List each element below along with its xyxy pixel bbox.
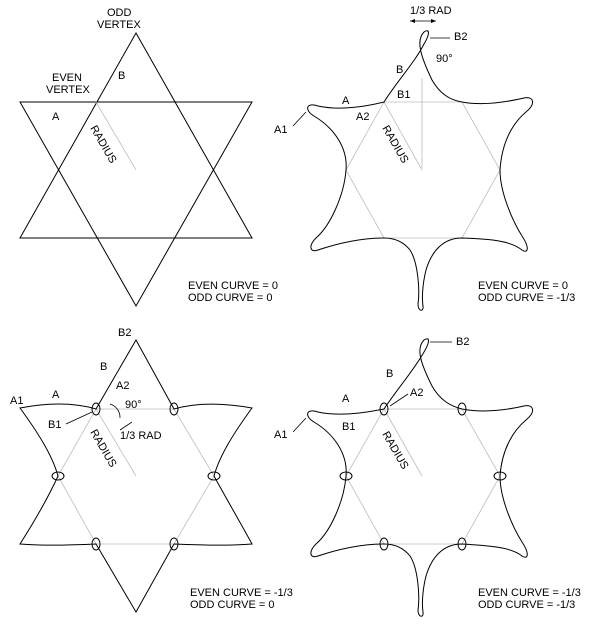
b1-label: B1 (48, 419, 61, 431)
angle-label: 90° (125, 399, 142, 411)
segment-b-label: B (118, 70, 125, 82)
even-vertex-loop-4 (169, 537, 179, 551)
a1-label: A1 (274, 429, 287, 441)
segment-a-label: A (52, 111, 60, 123)
panel-top-left: ODD VERTEX EVEN VERTEX B A RADIUS EVEN C… (19, 7, 278, 308)
third-rad-label: 1/3 RAD (120, 430, 162, 442)
hexagram-down-triangle (19, 101, 253, 308)
caption-even-curve: EVEN CURVE = 0 (188, 280, 278, 292)
b2-label: B2 (118, 327, 131, 339)
third-rad-label: 1/3 RAD (410, 5, 452, 17)
panel-bottom-left: B2 B A A1 A2 90° B1 1/3 RAD RADIUS EVEN … (10, 327, 293, 614)
b1-label: B1 (342, 421, 355, 433)
reference-hexagon (345, 408, 501, 545)
a1-leader (292, 417, 307, 433)
caption-odd-curve: ODD CURVE = 0 (188, 292, 272, 304)
panel-top-right: 1/3 RAD B2 90° B A B1 A2 A1 RADIUS EVEN … (274, 5, 575, 311)
segment-b-label: B (386, 368, 393, 380)
segment-a-label: A (342, 95, 350, 107)
even-vertex-loop-1 (91, 402, 101, 416)
even-vertex-loop-3 (207, 471, 221, 481)
a2-leader (389, 393, 409, 407)
hexagram-up-triangle (19, 31, 253, 239)
caption-odd-curve: ODD CURVE = 0 (190, 599, 274, 611)
radius-line (95, 101, 137, 171)
even-vertex-loop-6 (51, 471, 65, 481)
even-vertex-loop-6 (339, 471, 353, 481)
caption-odd-curve: ODD CURVE = -1/3 (478, 292, 575, 304)
even-vertex-loop-1 (379, 402, 389, 416)
b1-leader (65, 411, 93, 425)
third-rad-leader (119, 421, 133, 431)
caption-even-curve: EVEN CURVE = -1/3 (190, 587, 293, 599)
b1-label: B1 (397, 89, 410, 101)
segment-b-label: B (396, 64, 403, 76)
a2-label: A2 (356, 111, 369, 123)
even-vertex-label-1: EVEN (52, 72, 82, 84)
odd-vertex-label-1: ODD (107, 7, 132, 19)
panel-bottom-right: B2 B A A2 A1 B1 RADIUS EVEN CURVE = -1/3… (274, 336, 581, 617)
a2-label: A2 (410, 387, 423, 399)
even-vertex-loop-4 (457, 537, 467, 551)
angle-label: 90° (436, 53, 453, 65)
caption-even-curve: EVEN CURVE = -1/3 (478, 587, 581, 599)
looped-star-curve (307, 30, 533, 311)
even-vertex-label-2: VERTEX (46, 84, 90, 96)
radius-label: RADIUS (379, 124, 410, 166)
a1-label: A1 (274, 124, 287, 136)
segment-b-label: B (100, 361, 107, 373)
b2-label: B2 (456, 336, 469, 348)
radius-line (383, 101, 423, 171)
a1-leader (292, 111, 307, 127)
segment-a-label: A (52, 389, 60, 401)
radius-line (383, 408, 423, 477)
curved-star-outline (19, 338, 253, 614)
third-rad-arrow-head-right (431, 19, 436, 23)
third-rad-arrow-head-left (410, 19, 415, 23)
looped-curved-star (307, 338, 533, 617)
radius-label: RADIUS (379, 430, 410, 472)
segment-a-label: A (342, 393, 350, 405)
a1-label: A1 (10, 395, 23, 407)
even-vertex-loop-5 (91, 537, 101, 551)
odd-vertex-label-2: VERTEX (97, 19, 141, 31)
angle-arc (109, 403, 121, 419)
even-vertex-loop-5 (379, 537, 389, 551)
radius-label: RADIUS (87, 124, 118, 166)
radius-label: RADIUS (87, 428, 118, 470)
caption-even-curve: EVEN CURVE = 0 (478, 280, 568, 292)
even-vertex-loop-3 (493, 471, 507, 481)
radius-line (95, 408, 137, 477)
even-vertex-loop-2 (457, 402, 467, 416)
caption-odd-curve: ODD CURVE = -1/3 (478, 599, 575, 611)
even-vertex-loop-2 (169, 402, 179, 416)
a2-label: A2 (116, 380, 129, 392)
b2-label: B2 (454, 31, 467, 43)
